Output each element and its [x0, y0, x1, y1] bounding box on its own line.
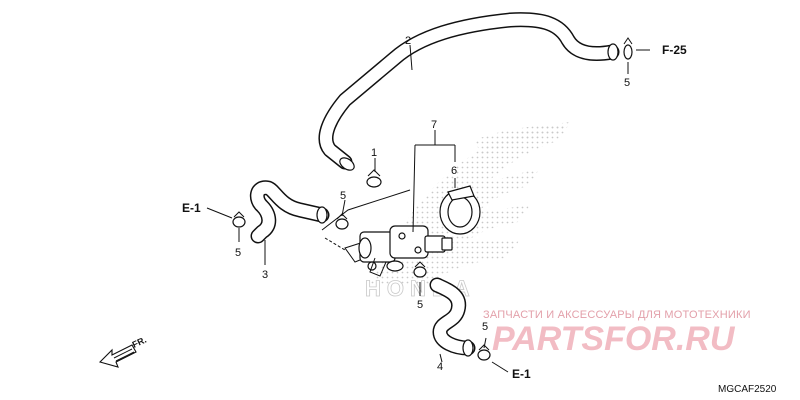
front-direction-label: FR.: [131, 335, 148, 350]
watermark-tagline: ЗАПЧАСТИ И АКСЕССУАРЫ ДЛЯ МОТОТЕХНИКИ: [483, 309, 751, 321]
hose-clip-bottom: [477, 344, 491, 361]
hose-clip-mid: [335, 213, 349, 230]
hose-clip-lower-valve: [413, 261, 427, 278]
callout-3: 3: [262, 269, 268, 281]
ref-e1-bottom[interactable]: E-1: [512, 367, 531, 381]
callout-5-mid: 5: [340, 190, 346, 202]
callout-6: 6: [451, 165, 457, 177]
callout-1: 1: [371, 147, 377, 159]
air-injection-valve: [344, 225, 453, 277]
valve-bracket: [439, 185, 481, 235]
hose-4: [429, 277, 476, 357]
diagram-code: MGCAF2520: [718, 384, 777, 395]
front-direction-arrow: [98, 344, 137, 368]
callout-7: 7: [431, 119, 437, 131]
hose-3: [249, 180, 330, 244]
ref-f25[interactable]: F-25: [662, 43, 687, 57]
hose-2: [318, 12, 620, 171]
hose-clip-f25: [623, 37, 633, 60]
callout-5-bottom: 5: [482, 321, 488, 333]
hose-clip-left: [232, 211, 246, 228]
callout-4: 4: [437, 361, 443, 373]
leader-lines: [206, 44, 650, 373]
callout-5-left: 5: [235, 247, 241, 259]
ref-e1-left[interactable]: E-1: [182, 201, 201, 215]
callout-5-f25: 5: [624, 77, 630, 89]
callout-5-lower: 5: [417, 299, 423, 311]
watermark-brand: PARTSFOR.RU: [492, 320, 736, 358]
hose-clip-upper-valve: [366, 169, 382, 188]
callout-2: 2: [405, 35, 411, 47]
